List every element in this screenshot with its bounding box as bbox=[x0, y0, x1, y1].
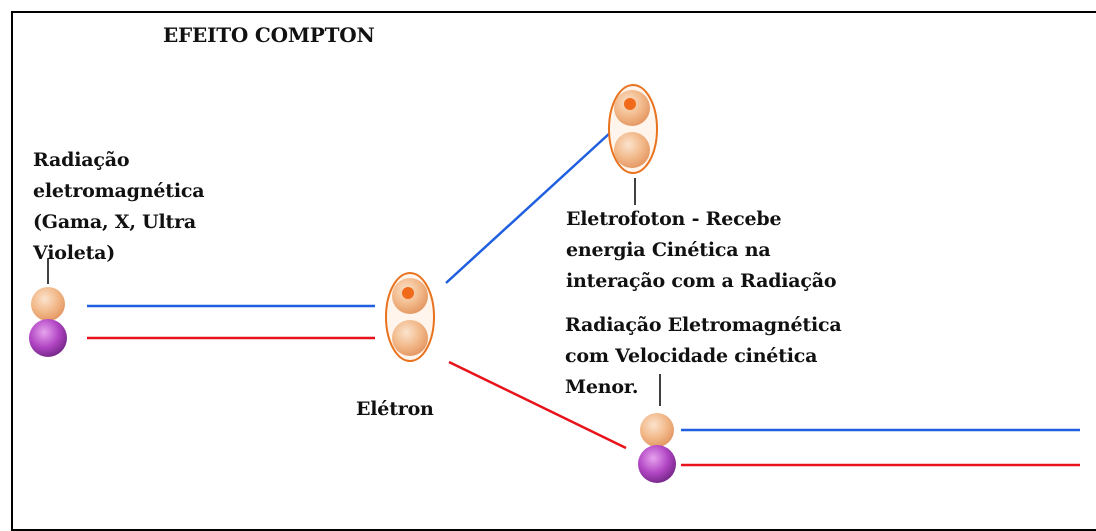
eletrofoton-label: Eletrofoton - Recebe energia Cinética na… bbox=[566, 208, 837, 292]
diagram-title: EFEITO COMPTON bbox=[163, 23, 375, 47]
incoming-photon bbox=[29, 287, 67, 357]
scattered-photon bbox=[638, 413, 676, 483]
scattered-red-ray-diagonal bbox=[448, 360, 627, 450]
radiation-label: Radiação eletromagnética (Gama, X, Ultra… bbox=[33, 149, 205, 264]
eletrofoton-particle bbox=[608, 84, 658, 174]
electron-label: Elétron bbox=[356, 398, 434, 420]
electron-particle bbox=[385, 272, 435, 362]
scattered-radiation-label: Radiação Eletromagnética com Velocidade … bbox=[565, 314, 842, 398]
compton-diagram bbox=[29, 84, 1080, 483]
eletrofoton-blue-ray bbox=[445, 131, 612, 284]
